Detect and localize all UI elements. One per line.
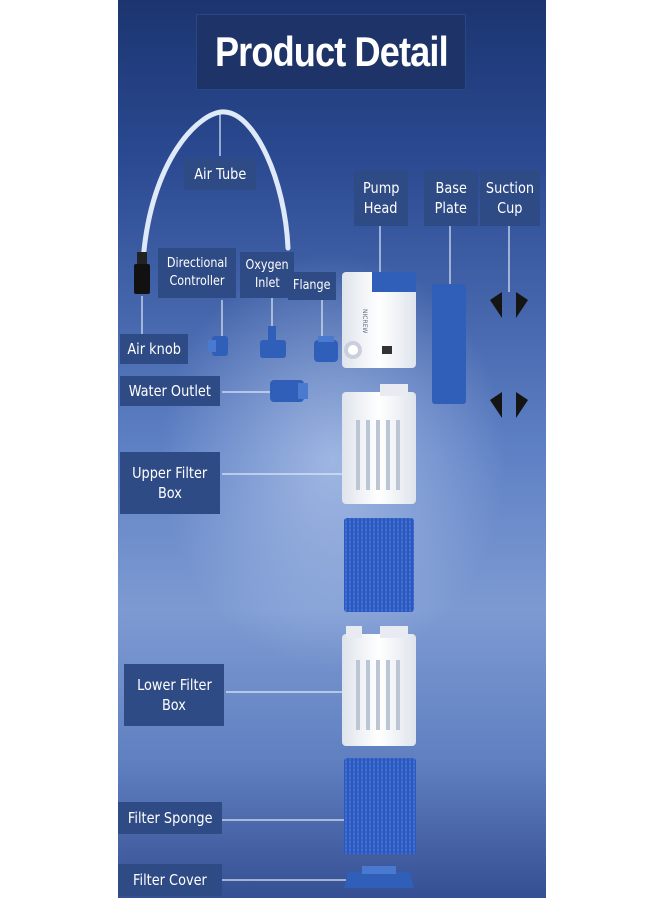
air-tube-part: [140, 109, 291, 265]
pump-head-part: [342, 272, 416, 368]
page-title: Product Detail: [214, 28, 449, 75]
oxygen-inlet-part: [260, 326, 286, 358]
label-flange: Flange: [288, 272, 336, 300]
air-knob-part: [134, 252, 150, 294]
suction-cups-part: [490, 292, 528, 418]
base-plate-part: [432, 284, 466, 404]
directional-controller-part: [208, 336, 228, 356]
filter-cover-part: [344, 866, 414, 888]
lower-filter-box-part: [342, 626, 416, 746]
water-outlet-part: [270, 380, 308, 402]
label-filter-sponge: Filter Sponge: [118, 802, 222, 834]
pump-brand-text: NICREW: [361, 308, 368, 334]
title-banner: Product Detail: [196, 14, 466, 90]
upper-sponge-part: [344, 518, 414, 612]
label-air-tube: Air Tube: [184, 158, 256, 190]
label-water-outlet: Water Outlet: [120, 376, 220, 406]
label-filter-cover: Filter Cover: [118, 864, 222, 896]
label-air-knob: Air knob: [120, 334, 188, 364]
upper-filter-box-part: [342, 384, 416, 504]
filter-sponge-part: [344, 758, 416, 854]
flange-part: [314, 336, 338, 362]
